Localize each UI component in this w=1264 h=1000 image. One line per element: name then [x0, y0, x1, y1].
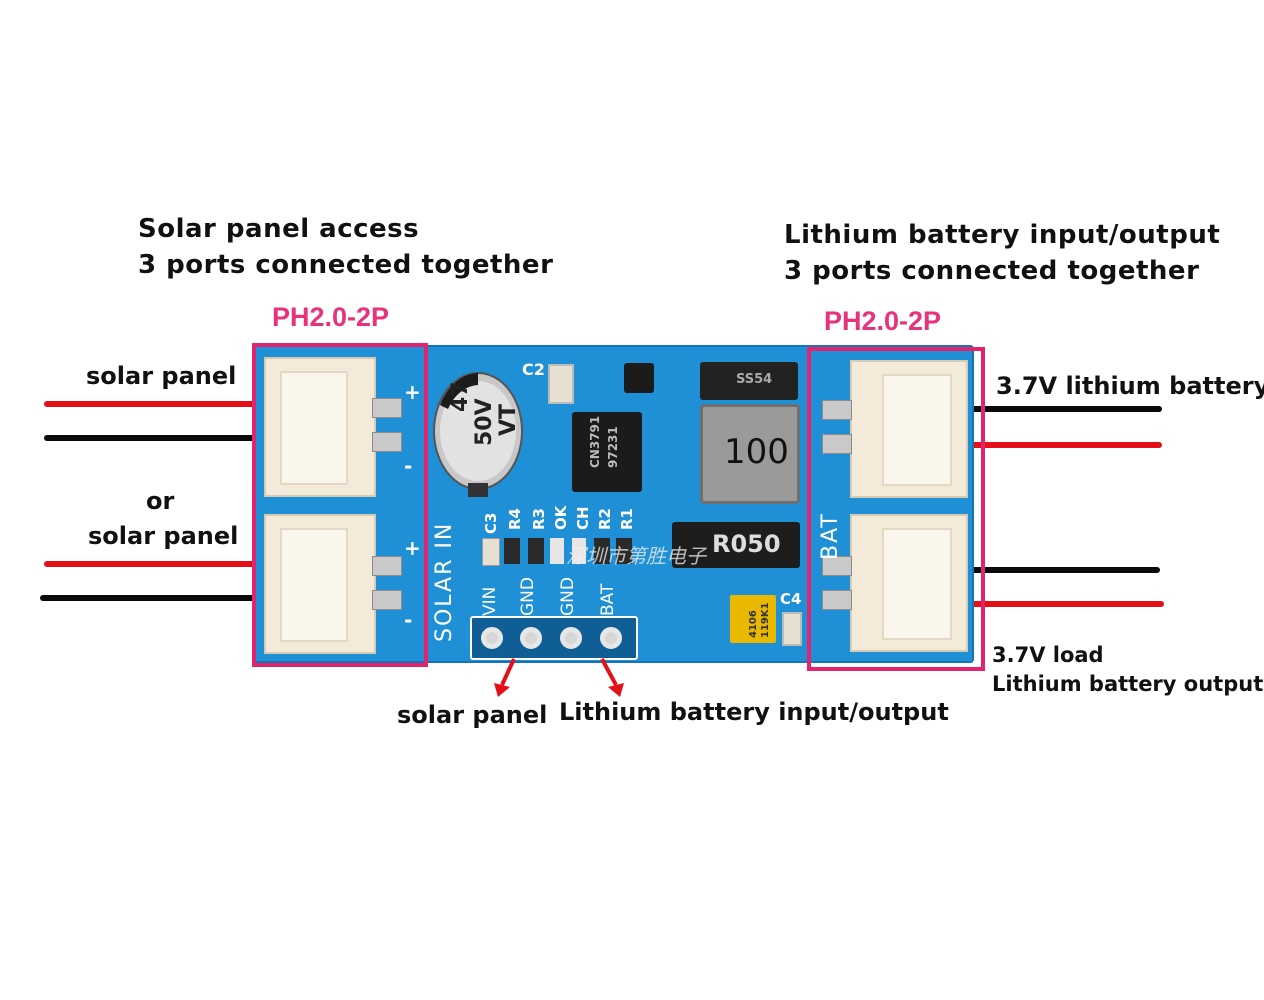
minus-mark: - — [404, 454, 413, 478]
inductor — [700, 404, 800, 504]
pad-gnd — [560, 627, 582, 649]
left-top-negative-wire — [44, 435, 258, 441]
ss54-diode — [700, 362, 798, 400]
minus-mark: - — [404, 608, 413, 632]
silk-row-label: C3 — [482, 512, 500, 534]
pad-label-gnd: GND — [518, 577, 538, 616]
smd-component — [616, 538, 632, 564]
capacitor-text-50v: 50V — [472, 398, 497, 446]
silk-row-label: CH — [574, 506, 592, 530]
pin — [822, 590, 852, 610]
left-title-line2: 3 ports connected together — [138, 250, 554, 280]
left-connector-highlight — [252, 343, 428, 667]
load-label: 3.7V load — [992, 643, 1104, 667]
plus-mark: + — [404, 380, 421, 404]
pin — [372, 556, 402, 576]
smd-component — [482, 538, 500, 566]
solar-panel-label-top: solar panel — [86, 362, 237, 390]
chip-text-1: CN3791 — [588, 415, 602, 468]
right-bottom-negative-wire — [968, 567, 1160, 573]
left-title-line1: Solar panel access — [138, 214, 420, 244]
smd-component — [504, 538, 520, 564]
pin — [822, 556, 852, 576]
capacitor-c4 — [782, 612, 802, 646]
pad-label-vin: VIN — [480, 586, 500, 616]
silk-solar-in: SOLAR IN — [432, 521, 457, 642]
or-label: or — [146, 487, 175, 515]
pin — [372, 398, 402, 418]
silk-row-label: R4 — [506, 508, 524, 530]
right-top-negative-wire — [968, 406, 1162, 412]
solar-panel-label-bottom: solar panel — [88, 522, 239, 550]
left-top-positive-wire — [44, 401, 258, 407]
pad-label-bat: BAT — [598, 583, 618, 616]
pad-label-gnd: GND — [558, 577, 578, 616]
diode-text: SS54 — [736, 372, 773, 387]
connector-right-label: PH2.0-2P — [824, 306, 942, 336]
silk-row-label: R2 — [596, 508, 614, 530]
battery-connector-bottom — [850, 514, 968, 652]
sense-resistor — [672, 522, 800, 568]
right-top-positive-wire — [968, 442, 1162, 448]
pad-bat — [600, 627, 622, 649]
pin — [372, 590, 402, 610]
smd-led — [550, 538, 564, 564]
bottom-solar-label: solar panel — [397, 701, 548, 729]
load-output-label: Lithium battery output — [992, 672, 1264, 696]
connector-left-label: PH2.0-2P — [272, 302, 390, 332]
plus-mark: + — [404, 536, 421, 560]
right-title-line2: 3 ports connected together — [784, 256, 1200, 286]
smd-component — [528, 538, 544, 564]
arrow-to-solar — [494, 658, 516, 697]
tantalum-capacitor — [730, 595, 776, 643]
solar-connector-bottom — [264, 514, 376, 654]
electrolytic-capacitor — [433, 372, 523, 497]
silk-row-label: R1 — [618, 508, 636, 530]
lithium-battery-label: 3.7V lithium battery — [996, 372, 1264, 400]
cn3791-chip — [572, 412, 642, 492]
smd-led — [572, 538, 586, 564]
silk-row-label: R3 — [530, 508, 548, 530]
pad-vin — [481, 627, 503, 649]
smd-component — [594, 538, 610, 564]
silk-row-label: OK — [552, 505, 570, 530]
right-connector-highlight — [807, 347, 985, 671]
transistor — [624, 363, 654, 393]
solar-connector-top — [264, 357, 376, 497]
pin — [372, 432, 402, 452]
right-bottom-positive-wire — [968, 601, 1164, 607]
bottom-battery-label: Lithium battery input/output — [559, 698, 949, 726]
pin — [822, 400, 852, 420]
right-title-line1: Lithium battery input/output — [784, 220, 1221, 250]
tantalum-text-2: 119K1 — [760, 602, 771, 638]
pad-gnd — [520, 627, 542, 649]
capacitor-text-47: 47 — [448, 381, 473, 412]
capacitor-text-vt: VT — [496, 403, 521, 436]
arrow-to-battery — [600, 658, 624, 697]
silk-c2: C2 — [522, 360, 545, 379]
silk-bat: BAT — [818, 512, 843, 560]
pin — [822, 434, 852, 454]
resistor-text: R050 — [712, 530, 781, 558]
silk-c4: C4 — [780, 590, 802, 608]
left-bottom-negative-wire — [40, 595, 258, 601]
left-bottom-positive-wire — [44, 561, 258, 567]
chip-text-2: 97231 — [606, 426, 620, 468]
battery-connector-top — [850, 360, 968, 498]
tantalum-text-1: 4106 — [748, 610, 759, 638]
capacitor-c2 — [548, 364, 574, 404]
inductor-text: 100 — [724, 432, 789, 472]
watermark: 深圳市第胜电子 — [566, 544, 706, 568]
